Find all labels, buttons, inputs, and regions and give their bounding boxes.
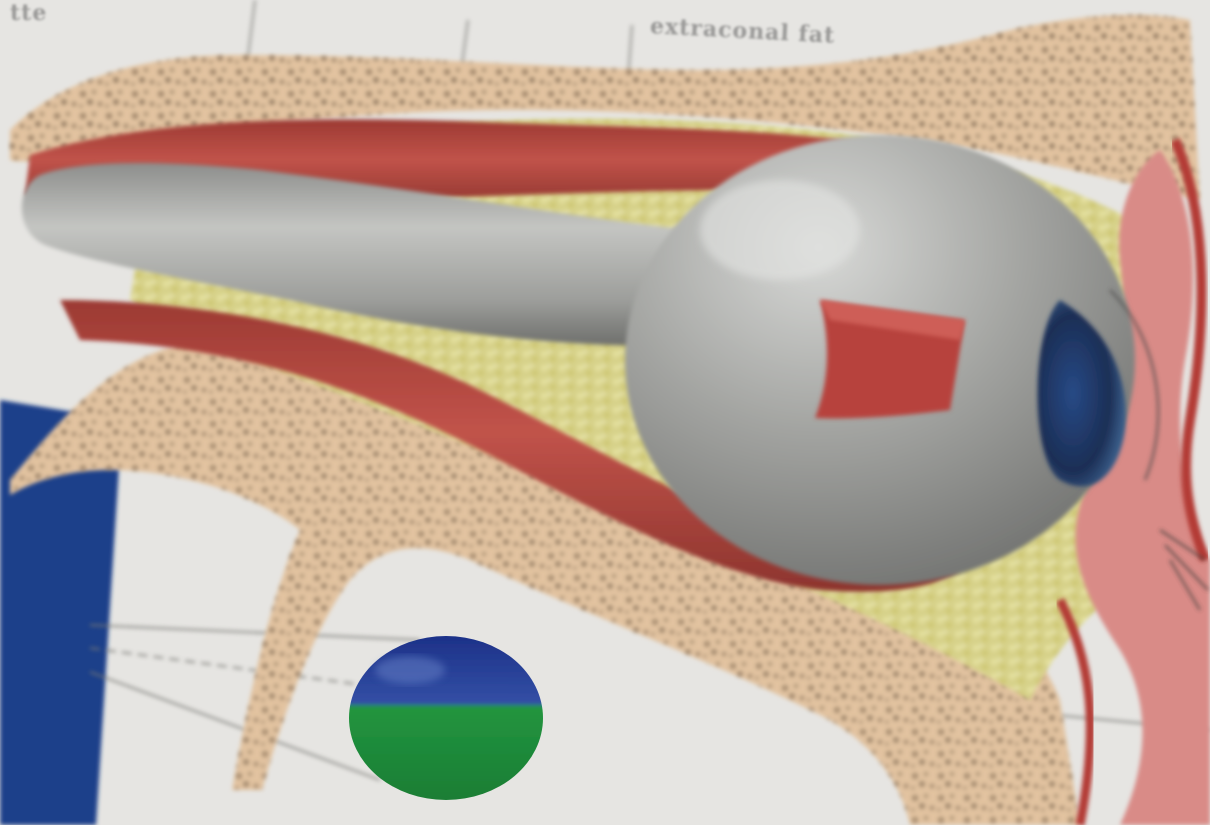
label-top-left: tte	[10, 0, 47, 26]
sphere-highlight	[375, 656, 445, 684]
eyeball-highlight	[700, 180, 860, 280]
